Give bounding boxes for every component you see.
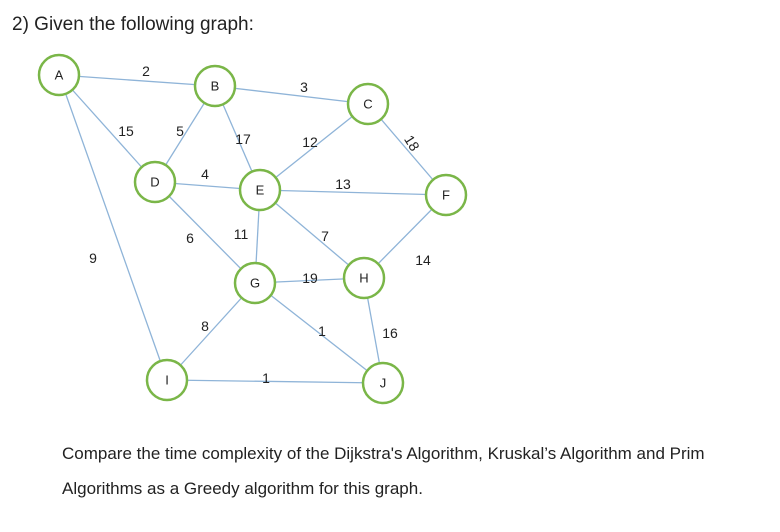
node-d: D bbox=[133, 160, 177, 204]
node-j: J bbox=[361, 361, 405, 405]
node-label: B bbox=[211, 79, 220, 94]
edge-weight-a-d: 15 bbox=[118, 123, 134, 139]
edge-weight-e-g: 11 bbox=[234, 226, 249, 242]
node-label: D bbox=[150, 175, 159, 190]
edge-e-f bbox=[259, 189, 447, 196]
question-text: Compare the time complexity of the Dijks… bbox=[62, 444, 705, 498]
edge-weight-h-j: 16 bbox=[382, 325, 398, 341]
node-h: H bbox=[342, 256, 386, 300]
edge-weight-d-e: 4 bbox=[201, 166, 209, 182]
node-e: E bbox=[238, 168, 282, 212]
edge-weight-c-f: 18 bbox=[401, 132, 423, 154]
node-circle bbox=[424, 173, 468, 217]
node-label: H bbox=[359, 271, 368, 286]
node-circle bbox=[233, 261, 277, 305]
edge-weight-b-d: 5 bbox=[176, 123, 184, 139]
edge-g-j bbox=[254, 282, 384, 384]
edge-weight-a-b: 2 bbox=[142, 63, 150, 79]
edge-weight-b-e: 17 bbox=[235, 131, 251, 147]
node-circle bbox=[346, 82, 390, 126]
edge-i-j bbox=[166, 379, 384, 384]
node-circle bbox=[145, 358, 189, 402]
node-a: A bbox=[37, 53, 81, 97]
edge-weight-d-g: 6 bbox=[186, 230, 194, 246]
node-label: J bbox=[380, 376, 387, 391]
edge-e-h bbox=[259, 189, 365, 279]
edge-weight-g-j: 1 bbox=[318, 323, 326, 339]
edge-weight-a-i: 9 bbox=[89, 250, 97, 266]
edge-weight-b-c: 3 bbox=[300, 79, 308, 95]
edge-a-i bbox=[58, 74, 168, 381]
node-circle bbox=[238, 168, 282, 212]
edge-weight-f-h: 14 bbox=[415, 252, 431, 268]
edge-weight-g-h: 19 bbox=[302, 270, 318, 286]
node-c: C bbox=[346, 82, 390, 126]
node-circle bbox=[193, 64, 237, 108]
node-i: I bbox=[145, 358, 189, 402]
node-b: B bbox=[193, 64, 237, 108]
node-g: G bbox=[233, 261, 277, 305]
node-label: E bbox=[256, 183, 265, 198]
edge-weight-i-j: 1 bbox=[262, 370, 270, 386]
node-f: F bbox=[424, 173, 468, 217]
edge-weight-c-e: 12 bbox=[302, 134, 318, 150]
node-label: A bbox=[55, 68, 64, 83]
node-circle bbox=[133, 160, 177, 204]
weighted-graph-diagram: 2 15 9 3 5 17 12 18 4 6 13 11 7 14 19 8 1 16 1 A B C D E F G H I J bbox=[37, 53, 468, 405]
node-circle bbox=[342, 256, 386, 300]
edge-a-b bbox=[58, 74, 216, 87]
nodes-layer: A B C D E F G H I J bbox=[37, 53, 468, 405]
node-label: I bbox=[165, 373, 169, 388]
edge-d-g bbox=[154, 181, 256, 284]
edge-a-d bbox=[58, 74, 156, 183]
node-label: C bbox=[363, 97, 372, 112]
question-heading: 2) Given the following graph: bbox=[12, 14, 254, 35]
edge-g-i bbox=[166, 282, 256, 381]
edge-weight-g-i: 8 bbox=[201, 318, 209, 334]
node-circle bbox=[361, 361, 405, 405]
node-label: F bbox=[442, 188, 450, 203]
edge-c-e bbox=[259, 103, 369, 191]
weights-layer: 2 15 9 3 5 17 12 18 4 6 13 11 7 14 19 8 1 16 1 bbox=[89, 63, 431, 386]
edge-weight-e-h: 7 bbox=[321, 228, 329, 244]
node-label: G bbox=[250, 276, 260, 291]
edge-b-c bbox=[214, 85, 369, 105]
node-circle bbox=[37, 53, 81, 97]
edge-weight-e-f: 13 bbox=[335, 176, 351, 192]
